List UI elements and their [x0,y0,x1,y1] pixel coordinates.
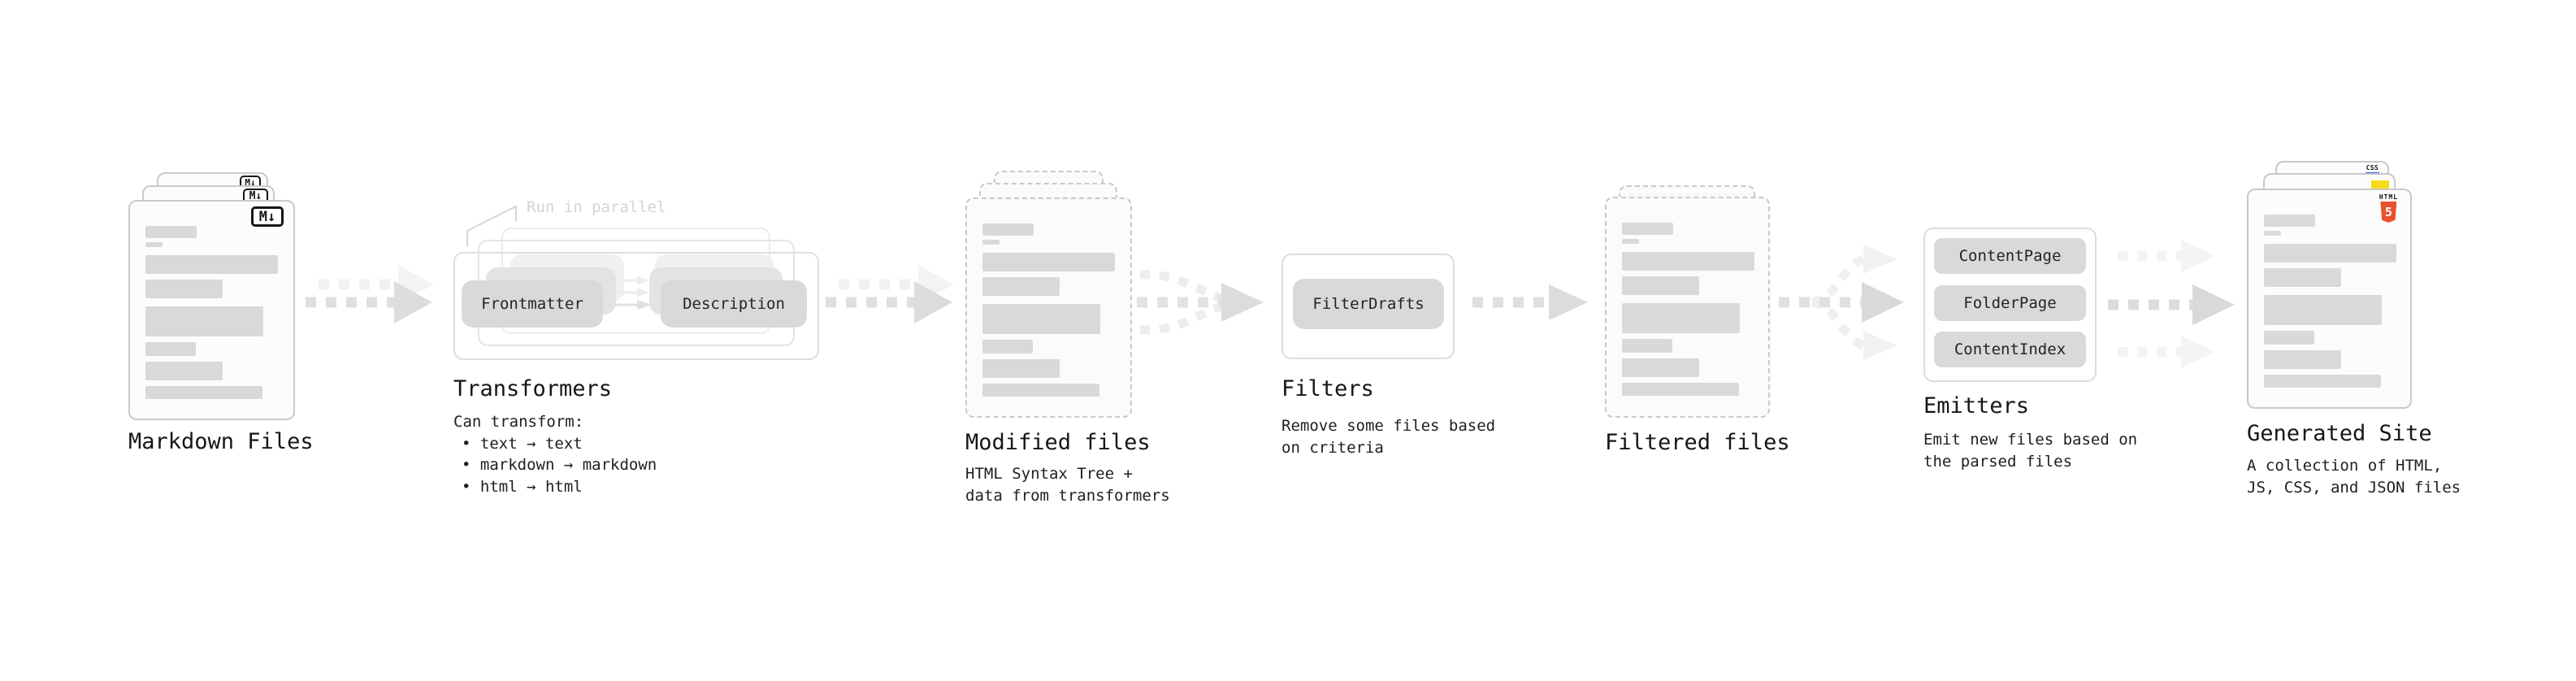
text-bar [2264,295,2382,325]
text-bar [982,304,1100,334]
generated-file-card-front: HTML 5 [2247,189,2412,409]
contentpage-node: ContentPage [1934,238,2086,274]
text-bar [1622,358,1699,377]
text-bar [1622,252,1754,271]
text-bar [982,223,1034,236]
markdown-file-card-front: M↓ [128,200,295,420]
emitters-desc-line: the parsed files [1923,452,2073,471]
text-bar [145,306,263,336]
modified-files-description: HTML Syntax Tree + data from transformer… [965,463,1170,506]
js-icon [2371,180,2389,189]
markdown-files-label: Markdown Files [128,429,314,454]
html5-icon-word: HTML [2379,193,2398,201]
text-bar [2264,331,2314,345]
modified-desc-line: data from transformers [965,486,1170,505]
generated-site-description: A collection of HTML, JS, CSS, and JSON … [2247,455,2461,498]
text-bar [2264,244,2396,262]
generated-desc-line: JS, CSS, and JSON files [2247,478,2461,497]
text-bar [2264,268,2341,287]
run-in-parallel-callout-line [466,205,517,246]
placeholder-text-bars [145,226,282,410]
placeholder-text-bars [982,223,1119,408]
transformers-bullet: • markdown → markdown [462,456,657,474]
filtered-files-label: Filtered files [1605,430,1790,455]
text-bar [145,242,163,247]
filters-label: Filters [1281,376,1374,401]
arrow-filtered-to-emitters [1779,245,1904,360]
text-bar [1622,303,1740,333]
text-bar [1622,239,1639,244]
run-in-parallel-annotation: Run in parallel [527,198,666,216]
arrow-filters-to-filtered [1472,284,1588,320]
generated-site-label: Generated Site [2247,421,2432,446]
filters-desc-line: Remove some files based [1281,417,1496,435]
text-bar [982,359,1060,378]
generated-desc-line: A collection of HTML, [2247,457,2443,475]
text-bar [1622,339,1672,353]
text-bar [145,255,278,274]
emitters-desc-line: Emit new files based on [1923,431,2138,449]
arrow-emitters-to-generated-bottom [2118,336,2215,368]
filters-desc-line: on criteria [1281,438,1384,457]
html5-icon: HTML 5 [2379,194,2398,223]
arrow-emitters-to-generated-top [2118,240,2215,272]
arrow-transformers-to-modified [826,265,954,323]
text-bar [982,277,1060,296]
text-bar [145,280,223,298]
text-bar [145,386,262,399]
text-bar [982,340,1033,354]
text-bar [2264,375,2381,388]
text-bar [1622,276,1699,295]
modified-desc-line: HTML Syntax Tree + [965,465,1133,483]
contentindex-node: ContentIndex [1934,332,2086,367]
text-bar [982,253,1115,271]
transformers-description: Can transform: • text → text • markdown … [453,411,657,497]
text-bar [1622,383,1739,396]
arrow-modified-to-filters [1137,270,1264,335]
modified-file-card-front [965,197,1132,418]
filterdrafts-node: FilterDrafts [1293,279,1444,329]
transformers-desc-title: Can transform: [453,413,584,431]
html5-icon-shield: 5 [2380,202,2397,223]
markdown-icon: M↓ [251,206,284,227]
placeholder-text-bars [1622,223,1757,408]
text-bar [145,342,196,356]
text-bar [982,240,1000,245]
text-bar [982,384,1099,397]
arrow-emitters-to-generated-middle [2108,284,2235,325]
emitters-label: Emitters [1923,393,2030,419]
parallel-arrows-icon [608,275,652,310]
description-node: Description [661,280,807,327]
frontmatter-node: Frontmatter [462,280,603,327]
filters-description: Remove some files based on criteria [1281,415,1495,458]
emitters-description: Emit new files based on the parsed files [1923,429,2137,472]
filtered-file-card-front [1605,197,1770,418]
text-bar [2264,350,2341,369]
text-bar [2264,215,2315,227]
modified-files-label: Modified files [965,430,1151,455]
text-bar [2264,231,2281,236]
text-bar [145,226,197,238]
text-bar [1622,223,1673,235]
folderpage-node: FolderPage [1934,285,2086,321]
text-bar [145,362,223,380]
transformers-bullet: • html → html [462,477,583,496]
transformers-label: Transformers [453,376,613,401]
placeholder-text-bars [2264,215,2399,399]
transformers-bullet: • text → text [462,434,583,453]
transformers-box-front [453,252,819,360]
arrow-markdown-to-transformers [306,265,434,323]
